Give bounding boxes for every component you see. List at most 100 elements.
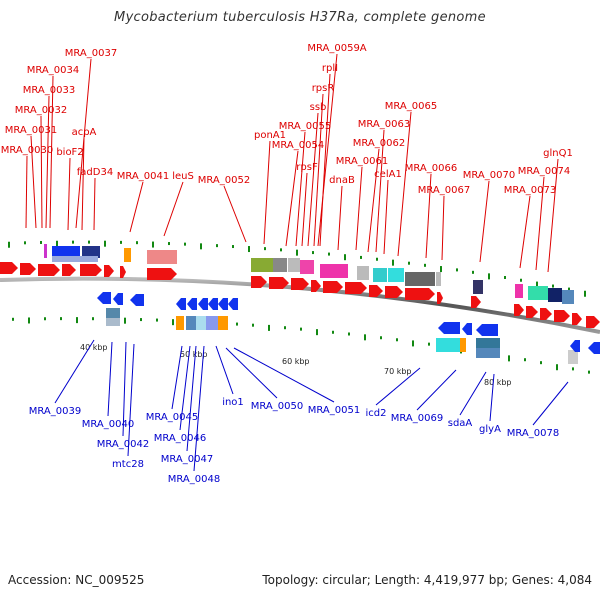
forward-gene-label: MRA_0065 — [385, 101, 437, 112]
leader-line — [163, 181, 184, 237]
tick-mark — [184, 242, 186, 246]
tick-mark — [248, 246, 250, 253]
reverse-gene-label: MRA_0040 — [82, 419, 134, 430]
tick-mark — [236, 322, 238, 326]
tick-mark — [344, 254, 346, 261]
forward-gene-arrow — [369, 285, 383, 297]
forward-gene-label: MRA_0033 — [23, 85, 75, 96]
forward-gene-label: MRA_0055 — [279, 121, 331, 132]
leader-line — [107, 341, 113, 417]
feature-block — [124, 248, 131, 262]
leader-line — [225, 347, 278, 399]
forward-gene-arrow — [38, 264, 60, 276]
feature-block — [528, 286, 548, 300]
forward-gene-label: bioF2 — [56, 147, 83, 158]
leader-line — [383, 179, 389, 255]
forward-gene-label: rplI — [322, 63, 338, 74]
leader-line — [285, 150, 299, 247]
leader-line — [186, 345, 197, 452]
accession-text: Accession: NC_009525 — [8, 573, 145, 587]
tick-mark — [488, 273, 490, 280]
tick-mark — [72, 240, 74, 244]
leader-line — [397, 111, 412, 257]
leader-line — [233, 347, 335, 403]
reverse-gene-label: MRA_0078 — [507, 428, 559, 439]
leader-line — [489, 373, 495, 422]
forward-gene-label: MRA_0054 — [272, 140, 324, 151]
tick-mark — [28, 317, 30, 324]
leader-line — [459, 371, 487, 416]
reverse-gene-label: MRA_0039 — [29, 406, 81, 417]
forward-gene-label: leuS — [172, 171, 194, 182]
forward-gene-arrow — [437, 292, 443, 304]
leader-line — [215, 345, 234, 395]
feature-block — [106, 308, 120, 318]
feature-block — [515, 284, 523, 298]
feature-block — [436, 338, 460, 352]
tick-marks — [8, 240, 590, 374]
forward-gene-arrow — [540, 308, 552, 320]
forward-gene-label: MRA_0067 — [418, 185, 470, 196]
forward-gene-label: MRA_0061 — [336, 156, 388, 167]
tick-mark — [524, 358, 526, 362]
forward-gene-arrow — [80, 264, 102, 276]
tick-mark — [328, 252, 330, 256]
tick-mark — [136, 241, 138, 245]
forward-gene-arrow — [311, 280, 321, 292]
tick-mark — [412, 340, 414, 347]
tick-mark — [12, 317, 14, 321]
tick-mark — [264, 247, 266, 251]
tick-mark — [396, 338, 398, 342]
forward-gene-arrow — [586, 316, 600, 328]
leader-line — [122, 341, 127, 437]
feature-block — [320, 264, 348, 278]
reverse-gene-label: MRA_0042 — [97, 439, 149, 450]
tick-mark — [588, 370, 590, 374]
leader-line — [367, 148, 380, 253]
tick-mark — [456, 268, 458, 272]
leader-line — [295, 131, 306, 247]
forward-gene-arrow — [291, 278, 309, 290]
forward-gene-label: acpA — [72, 127, 97, 138]
reverse-gene-arrow — [476, 324, 498, 336]
leader-line — [193, 345, 205, 472]
feature-block — [176, 316, 184, 330]
feature-block — [476, 348, 500, 358]
tick-mark — [424, 263, 426, 267]
tick-mark — [348, 332, 350, 336]
tick-mark — [76, 317, 78, 324]
forward-gene-arrow — [385, 286, 403, 298]
forward-gene-arrow — [0, 262, 18, 274]
feature-block — [106, 318, 120, 326]
tick-mark — [300, 327, 302, 331]
forward-gene-arrow — [20, 263, 36, 275]
tick-mark — [280, 248, 282, 252]
tick-mark — [584, 290, 586, 297]
leader-line — [317, 53, 338, 247]
reverse-gene-arrow — [588, 342, 600, 354]
feature-block — [196, 316, 206, 330]
reverse-gene-label: MRA_0046 — [154, 433, 206, 444]
genome-summary: Topology: circular; Length: 4,419,977 bp… — [262, 573, 592, 587]
tick-mark — [472, 270, 474, 274]
leader-line — [25, 155, 28, 229]
forward-gene-label: ssb — [310, 102, 327, 113]
leader-line — [30, 135, 37, 229]
feature-block — [405, 272, 435, 286]
forward-gene-label: glnQ1 — [543, 148, 573, 159]
leader-line — [81, 137, 85, 231]
tick-mark — [200, 243, 202, 250]
tick-mark — [268, 324, 270, 331]
leader-line — [337, 185, 343, 251]
reverse-gene-arrow — [570, 340, 580, 352]
forward-gene-label: MRA_0062 — [353, 138, 405, 149]
feature-block — [186, 316, 196, 330]
kbp-label: 50 kbp — [180, 350, 208, 359]
tick-mark — [408, 261, 410, 265]
feature-block — [373, 268, 387, 282]
tick-mark — [508, 355, 510, 362]
forward-gene-arrow — [554, 310, 570, 322]
leader-line — [519, 195, 531, 269]
